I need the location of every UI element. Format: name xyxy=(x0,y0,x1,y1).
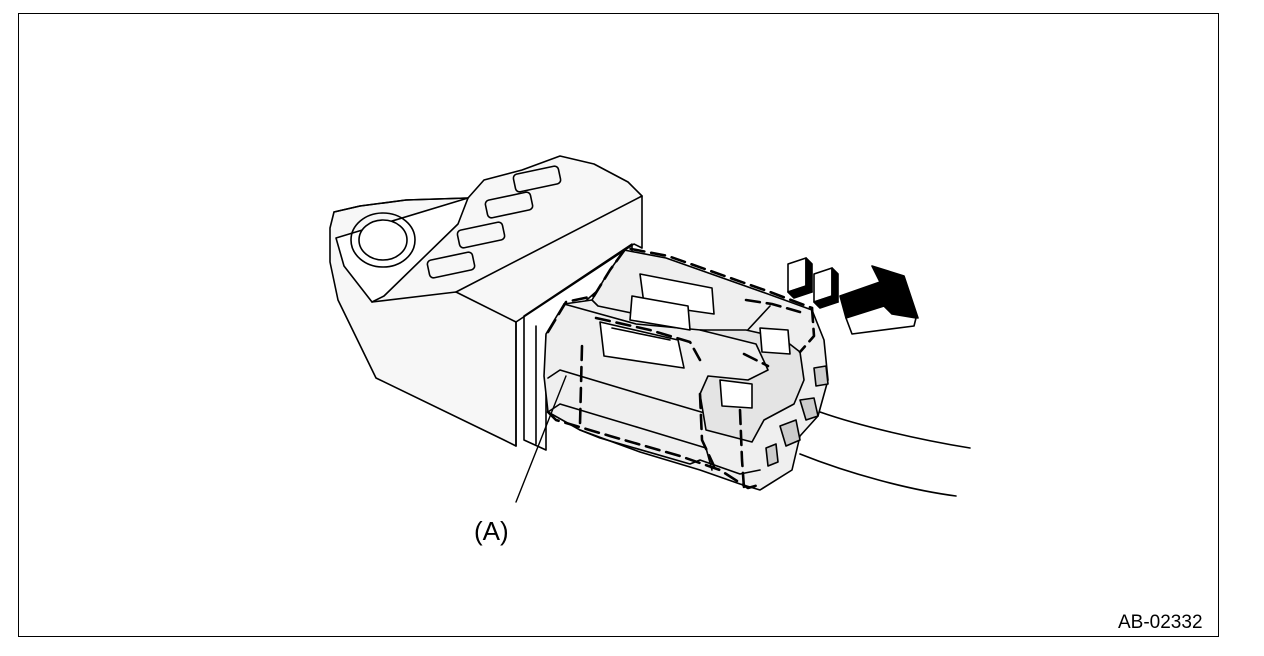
callout-leader-line xyxy=(515,375,567,503)
callout-label-a: (A) xyxy=(474,516,509,546)
figure-id: AB-02332 xyxy=(1118,612,1203,633)
cable xyxy=(799,411,971,497)
sensor-housing xyxy=(329,155,643,451)
figure-frame xyxy=(18,13,1219,637)
connector-highlight-outline xyxy=(546,246,816,490)
harness-connector xyxy=(543,249,829,491)
arrow-right-icon xyxy=(787,257,919,335)
